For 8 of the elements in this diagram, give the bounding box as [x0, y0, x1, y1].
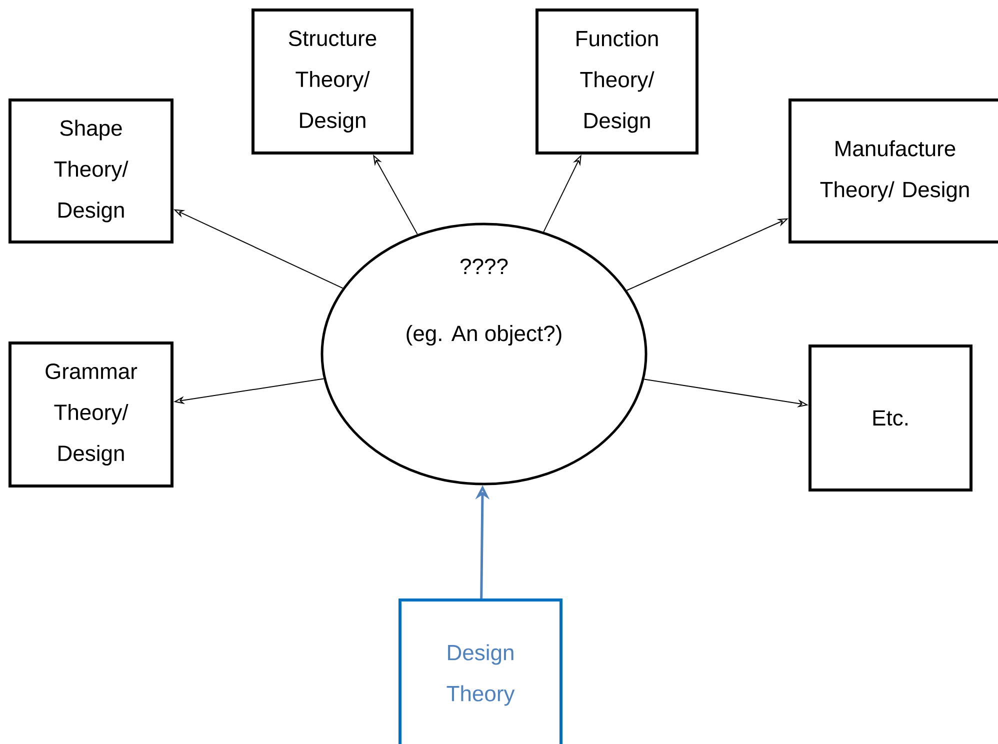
ellipse-node: ???? (eg. An object?): [320, 222, 648, 486]
text-box: Design Theory: [398, 598, 562, 744]
text-box: Grammar Theory/ Design: [8, 342, 174, 488]
text-box: Shape Theory/ Design: [8, 98, 174, 244]
text-box: Etc.: [808, 344, 973, 492]
text-box: Structure Theory/ Design: [252, 8, 414, 154]
text-box: Manufacture Theory/ Design: [788, 98, 998, 244]
text-box: Function Theory/ Design: [536, 8, 698, 154]
